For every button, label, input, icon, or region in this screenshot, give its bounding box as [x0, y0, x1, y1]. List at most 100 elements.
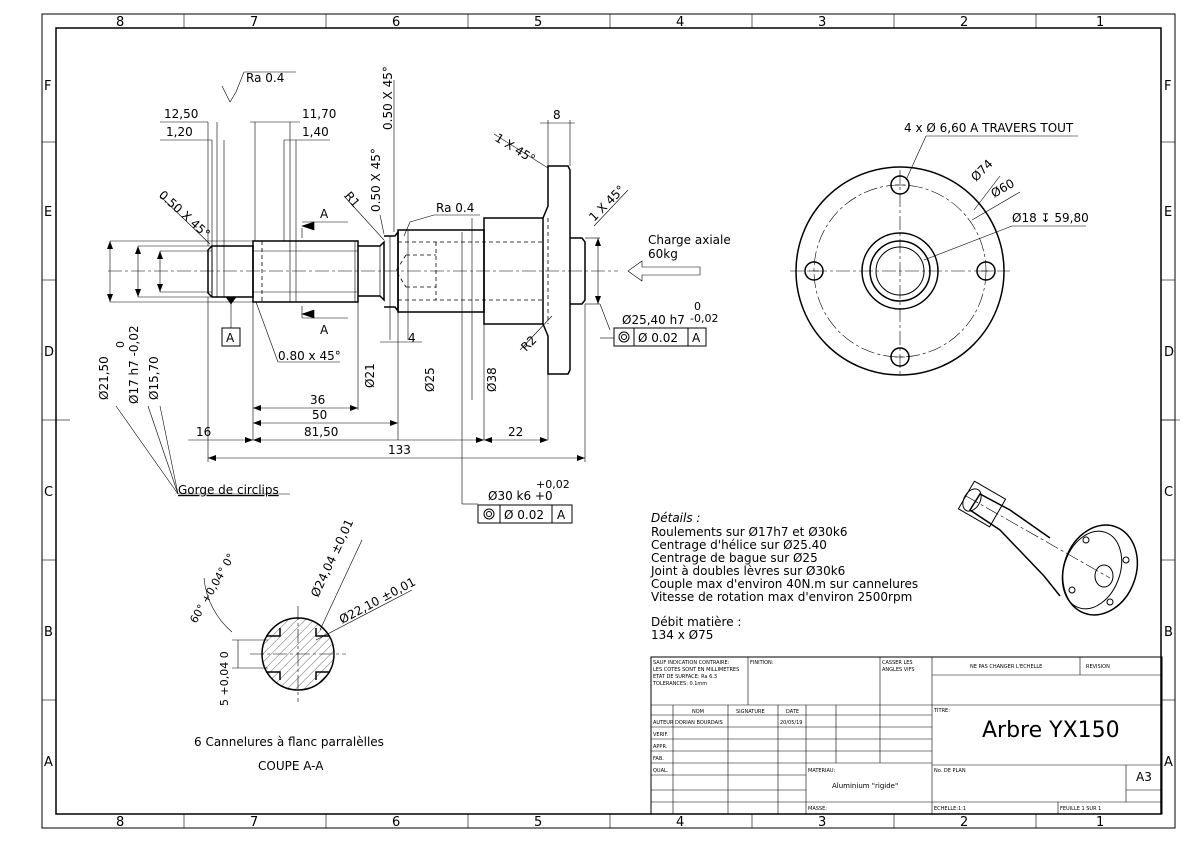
sheet-frame: 8 7 6 5 4 3 2 1 8 7 6 5 4 3 2 1 F E D C … [41, 13, 1180, 830]
dim-12-50: 12,50 [164, 107, 198, 121]
dim-r1: R1 [342, 189, 363, 210]
dim-16: 16 [196, 425, 211, 439]
section-arrow-a-top: A [320, 207, 329, 221]
zone-row-e-left: E [44, 205, 52, 220]
tb-revision: REVISION [1086, 664, 1110, 670]
tb-row-verif: VERIF. [653, 732, 669, 738]
zone-col-8-bottom: 8 [116, 815, 124, 830]
shaft-dimensions [107, 71, 629, 505]
dim-r2: R2 [518, 333, 539, 354]
dim-22: 22 [508, 425, 523, 439]
label-holes: 4 x Ø 6,60 A TRAVERS TOUT [904, 121, 1074, 135]
tb-auteur-name: DORIAN BOURDAIS [675, 720, 723, 726]
tolerance-1-value: Ø 0.02 [638, 331, 678, 345]
dim-phi25-40-lower: -0,02 [690, 312, 718, 325]
tb-titre-label: TITRE: [933, 708, 950, 714]
dim-1-40: 1,40 [302, 125, 329, 139]
dim-sec-phi22-10: Ø22,10 ±0,01 [337, 575, 418, 627]
tb-general-2: LES COTES SONT EN MILLIMETRES [653, 667, 739, 673]
label-circlips: Gorge de circlips [178, 483, 279, 497]
dim-phi60: Ø60 [989, 176, 1017, 200]
tb-col-nom: NOM [692, 709, 704, 715]
tb-masse: MASSE: [808, 806, 827, 812]
tolerance-1-datum: A [692, 331, 701, 345]
dim-8: 8 [553, 108, 561, 122]
zone-col-8-top: 8 [116, 15, 124, 30]
tb-materiau-label: MATERIAU: [808, 768, 836, 774]
tb-col-date: DATE [786, 709, 799, 715]
dim-50: 50 [312, 408, 327, 422]
zone-col-5-top: 5 [534, 15, 542, 30]
zone-row-a-right: A [1164, 755, 1173, 770]
dim-sec-phi24-04: Ø24,04 ±0,01 [308, 517, 356, 599]
dim-chamfer-1b: 1 X 45° [586, 183, 628, 225]
dim-ra-mid: Ra 0.4 [436, 201, 474, 215]
zone-row-b-left: B [44, 625, 53, 640]
tb-echelle: ECHELLE:1:1 [934, 806, 966, 812]
dim-phi17: Ø17 h7 -0,02 [127, 325, 141, 404]
zone-col-6-top: 6 [392, 15, 400, 30]
zone-col-7-bottom: 7 [250, 815, 258, 830]
tb-general-1: SAUF INDICATION CONTRAIRE: [653, 660, 730, 666]
tb-general-4: TOLERANCES: 0.1mm [652, 681, 707, 687]
datum-a: A [226, 331, 235, 345]
tb-titre: Arbre YX150 [982, 718, 1120, 743]
dim-phi17-upper: 0 [114, 341, 127, 348]
tb-casser-1: CASSER LES [882, 660, 913, 666]
dim-sec-60-deg: 60° +0,04° 0° [187, 551, 237, 625]
tb-row-auteur: AUTEUR [653, 720, 674, 726]
zone-row-d-left: D [44, 345, 54, 360]
details-line-1: Roulements sur Ø17h7 et Ø30k6 [651, 525, 848, 539]
tb-row-fab: FAB. [653, 756, 664, 762]
tb-casser-2: ANGLES VIFS [882, 667, 915, 673]
tolerance-frame-1: Ø 0.02 A [613, 327, 707, 347]
zone-col-2-bottom: 2 [960, 815, 968, 830]
dim-phi25: Ø25 [423, 367, 437, 392]
section-arrow-a-bottom: A [320, 323, 329, 337]
tb-format: A3 [1136, 770, 1152, 784]
tb-materiau: Aluminium "rigide" [832, 782, 898, 790]
dim-4: 4 [408, 331, 416, 345]
dim-chamfer-mid: 0.50 X 45° [369, 148, 383, 212]
zone-row-c-left: C [44, 485, 53, 500]
dim-phi25-40: Ø25,40 h7 [622, 313, 685, 327]
dim-phi21-50: Ø21,50 [97, 356, 111, 400]
tb-auteur-date: 20/05/19 [780, 720, 802, 726]
zone-col-2-top: 2 [960, 15, 968, 30]
dim-phi15-70: Ø15,70 [147, 356, 161, 400]
dim-chamfer-top: 0.50 X 45° [381, 66, 395, 130]
dim-phi38: Ø38 [485, 367, 499, 392]
dim-chamfer-1a: 1 X 45° [492, 131, 537, 167]
debit-title: Débit matière : [651, 615, 741, 629]
section-a-a [203, 539, 413, 702]
dim-chamfer-080: 0.80 x 45° [278, 349, 341, 363]
label-charge-2: 60kg [648, 247, 678, 261]
label-charge-1: Charge axiale [648, 233, 731, 247]
zone-col-1-top: 1 [1096, 15, 1104, 30]
details-line-4: Joint à doubles lèvres sur Ø30k6 [650, 564, 845, 578]
tolerance-frame-2: Ø 0.02 A [477, 504, 573, 524]
tb-col-signature: SIGNATURE [736, 709, 765, 715]
tolerance-2-datum: A [557, 508, 566, 522]
dim-36: 36 [310, 393, 325, 407]
caption-cannelures: 6 Cannelures à flanc parralèlles [194, 735, 384, 749]
dim-phi74: Ø74 [968, 157, 995, 184]
zone-col-6-bottom: 6 [392, 815, 400, 830]
shaft-front-view [108, 165, 701, 375]
zone-row-d-right: D [1164, 345, 1174, 360]
caption-coupe-aa: COUPE A-A [258, 759, 324, 773]
zone-col-7-top: 7 [250, 15, 258, 30]
tb-row-qual: QUAL. [653, 768, 669, 774]
details-line-6: Vitesse de rotation max d'environ 2500rp… [651, 590, 912, 604]
zone-col-3-bottom: 3 [818, 815, 826, 830]
zone-row-f-left: F [44, 79, 51, 94]
dim-1-20: 1,20 [166, 125, 193, 139]
dim-chamfer-left: 0.50 X 45° [156, 188, 213, 241]
zone-row-e-right: E [1164, 205, 1172, 220]
dim-11-70: 11,70 [302, 107, 336, 121]
tb-feuille: FEUILLE 1 SUR 1 [1060, 806, 1101, 812]
dim-phi21: Ø21 [363, 363, 377, 388]
details-title: Détails : [651, 511, 700, 525]
tb-plan-label: No. DE PLAN [934, 768, 966, 774]
title-block [650, 656, 1163, 815]
